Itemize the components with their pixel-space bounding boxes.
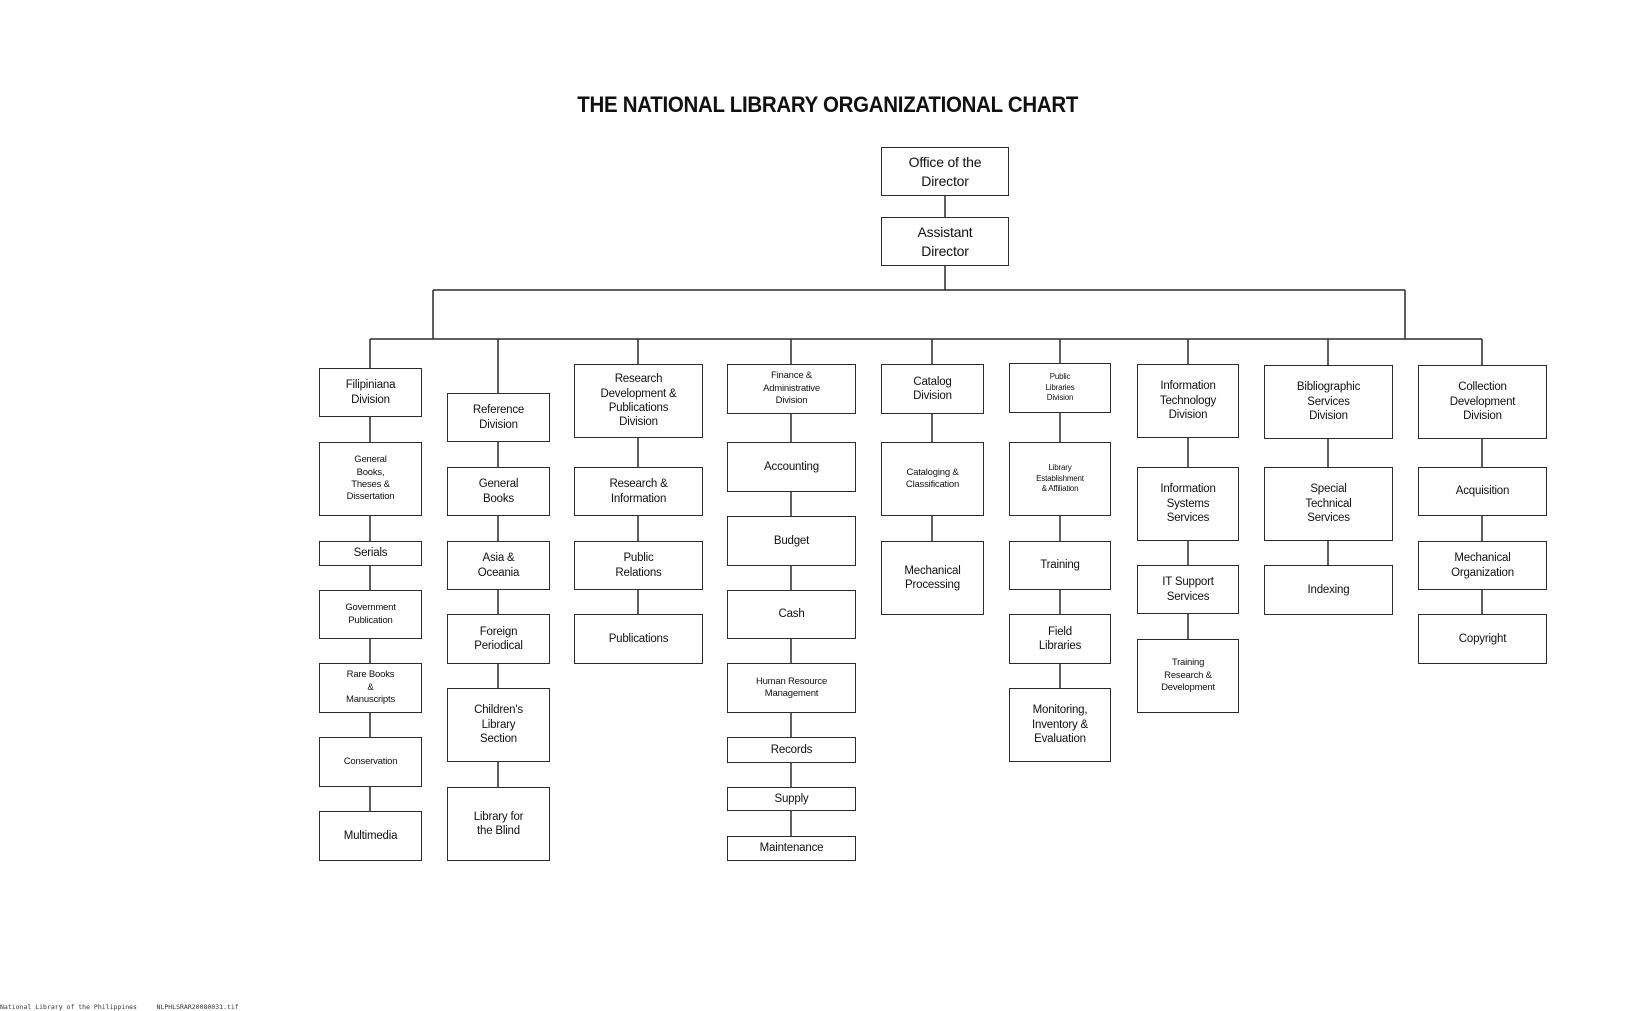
node-library-establishment-affiliation: Library Establishment & Affiliation (1009, 442, 1111, 516)
chart-title: THE NATIONAL LIBRARY ORGANIZATIONAL CHAR… (577, 92, 1079, 117)
node-catalog-division: Catalog Division (881, 364, 984, 414)
node-training-research-development: Training Research & Development (1137, 639, 1239, 713)
node-cataloging-classification: Cataloging & Classification (881, 442, 984, 516)
node-multimedia: Multimedia (319, 811, 422, 861)
node-asia-oceania: Asia & Oceania (447, 541, 550, 590)
node-serials: Serials (319, 541, 422, 566)
node-foreign-periodical: Foreign Periodical (447, 614, 550, 664)
node-filipiniana-division: Filipiniana Division (319, 368, 422, 417)
node-office-of-the-director: Office of the Director (881, 147, 1009, 196)
node-childrens-library-section: Children's Library Section (447, 688, 550, 762)
node-budget: Budget (727, 516, 856, 566)
node-training: Training (1009, 541, 1111, 590)
node-it-support-services: IT Support Services (1137, 565, 1239, 614)
node-general-books-theses: General Books, Theses & Dissertation (319, 442, 422, 516)
footer-note: National Library of the Philippines NLPH… (0, 1003, 239, 1011)
node-research-information: Research & Information (574, 467, 703, 516)
node-conservation: Conservation (319, 737, 422, 787)
node-accounting: Accounting (727, 442, 856, 492)
node-information-systems-services: Information Systems Services (1137, 467, 1239, 541)
node-acquisition: Acquisition (1418, 467, 1547, 516)
node-monitoring-inventory-evaluation: Monitoring, Inventory & Evaluation (1009, 688, 1111, 762)
node-rare-books-manuscripts: Rare Books & Manuscripts (319, 663, 422, 713)
node-copyright: Copyright (1418, 614, 1547, 664)
node-cash: Cash (727, 590, 856, 639)
node-publications: Publications (574, 614, 703, 664)
node-information-technology-division: Information Technology Division (1137, 364, 1239, 438)
node-special-technical-services: Special Technical Services (1264, 467, 1393, 541)
node-maintenance: Maintenance (727, 836, 856, 861)
node-mechanical-processing: Mechanical Processing (881, 541, 984, 615)
node-mechanical-organization: Mechanical Organization (1418, 541, 1547, 590)
node-public-relations: Public Relations (574, 541, 703, 590)
node-records: Records (727, 737, 856, 763)
node-field-libraries: Field Libraries (1009, 614, 1111, 664)
node-library-for-the-blind: Library for the Blind (447, 787, 550, 861)
node-collection-development-division: Collection Development Division (1418, 365, 1547, 439)
node-finance-administrative-division: Finance & Administrative Division (727, 364, 856, 414)
node-government-publication: Government Publication (319, 590, 422, 639)
node-indexing: Indexing (1264, 565, 1393, 615)
node-reference-division: Reference Division (447, 393, 550, 442)
node-public-libraries-division: Public Libraries Division (1009, 363, 1111, 413)
node-research-development-publications-division: Research Development & Publications Divi… (574, 364, 703, 438)
node-supply: Supply (727, 787, 856, 811)
node-bibliographic-services-division: Bibliographic Services Division (1264, 365, 1393, 439)
node-human-resource-management: Human Resource Management (727, 663, 856, 713)
node-general-books: General Books (447, 467, 550, 516)
node-assistant-director: Assistant Director (881, 217, 1009, 266)
